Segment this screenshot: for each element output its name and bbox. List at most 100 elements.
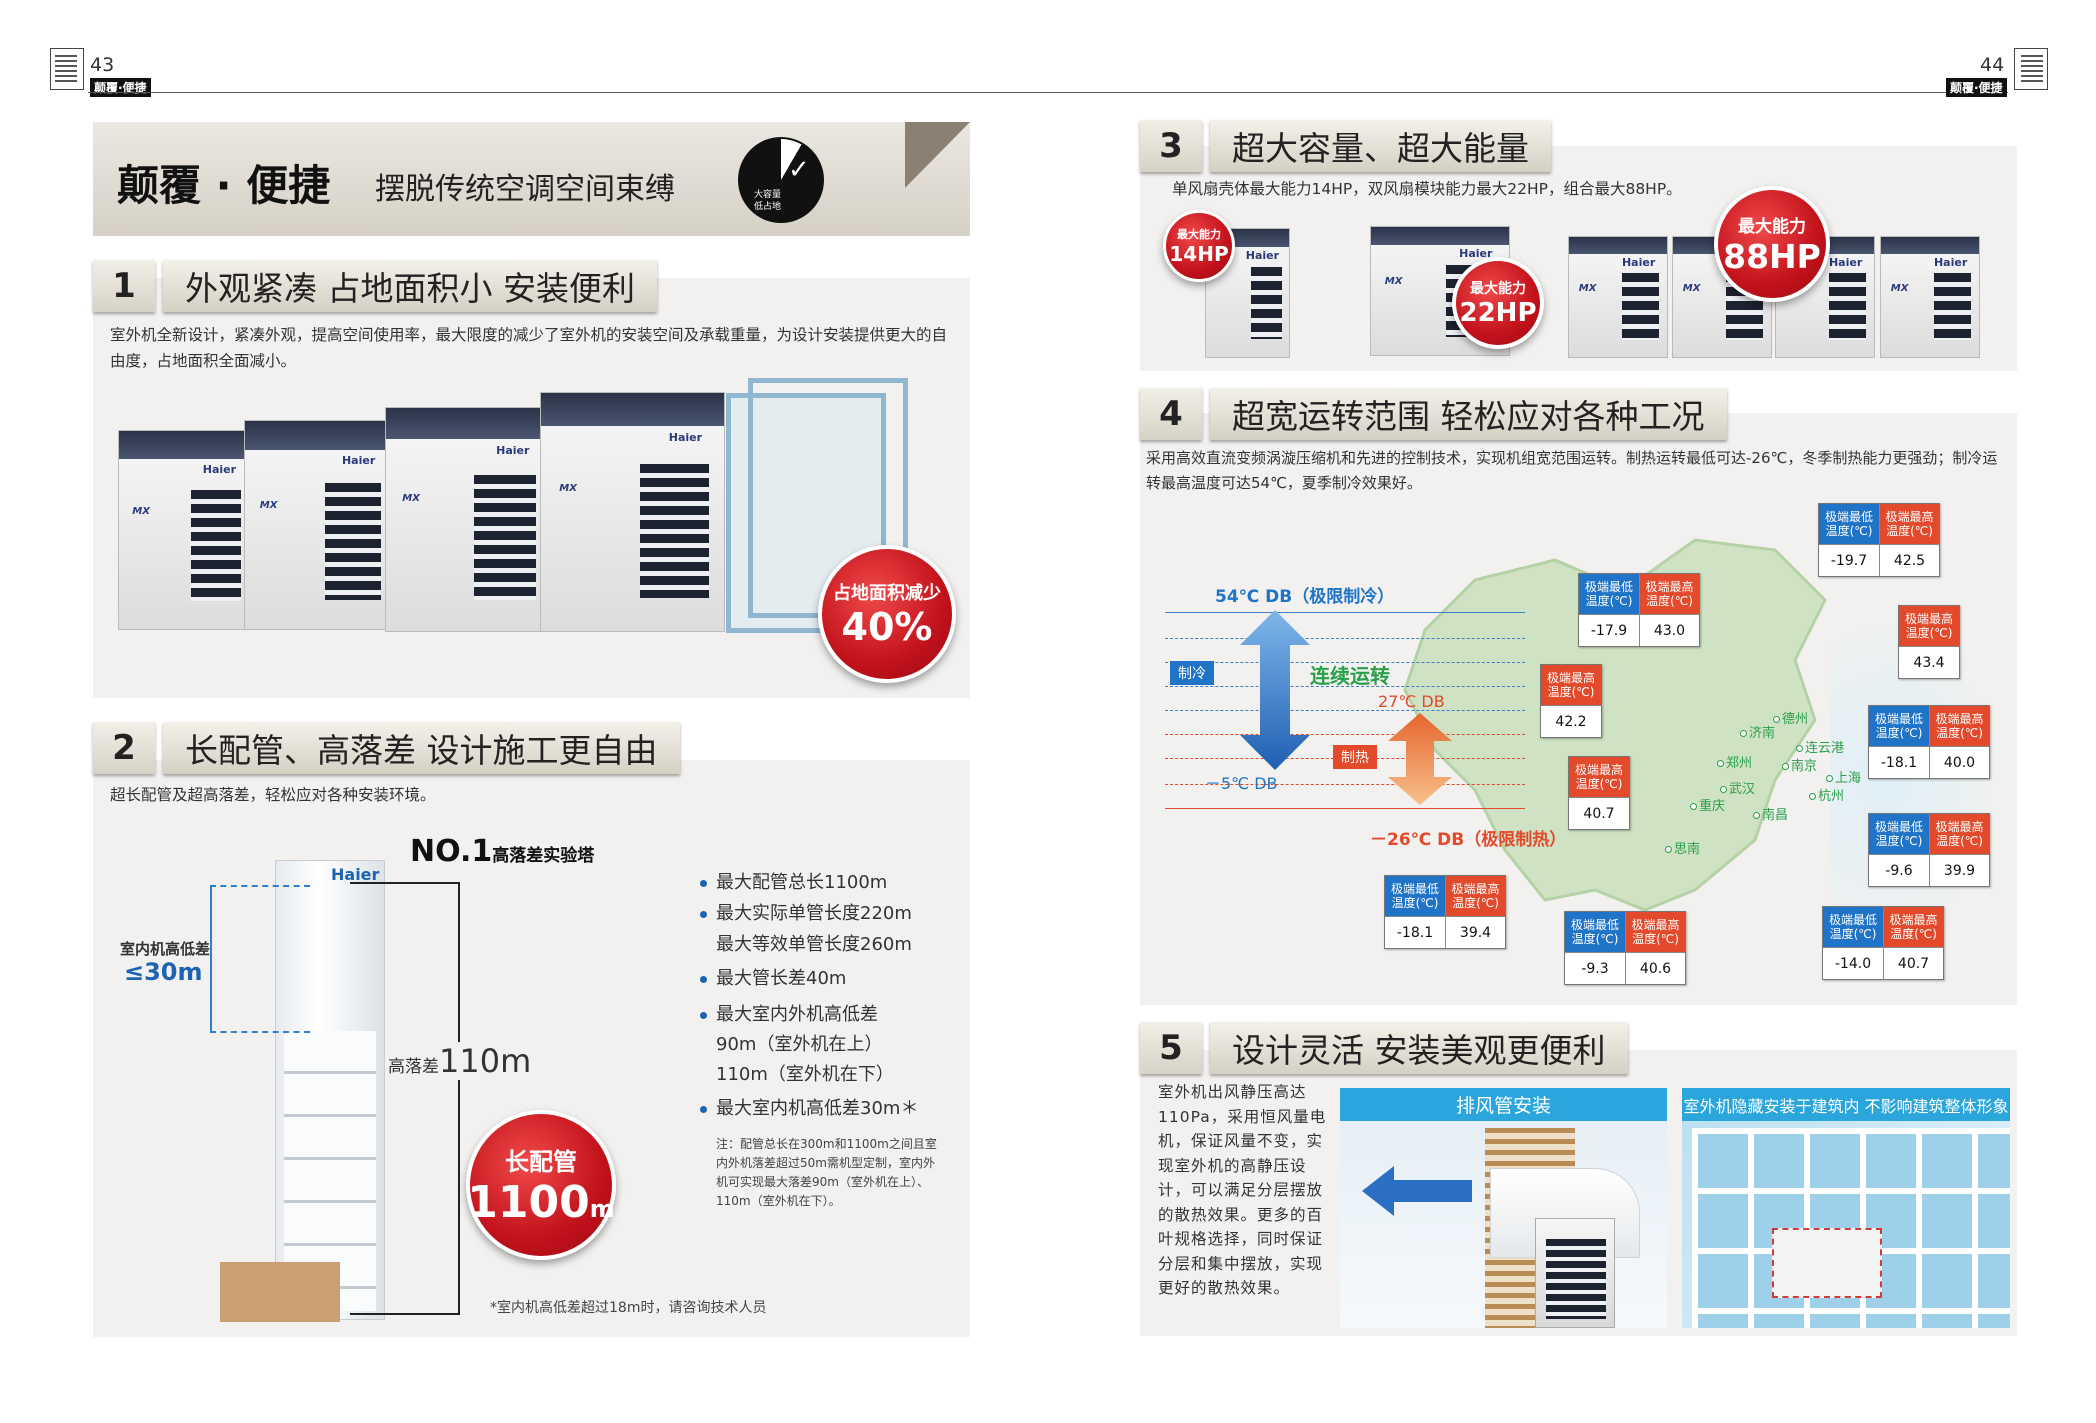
unit-88hp-4-logo: Haier — [1933, 256, 1968, 270]
section-1-header: 1 外观紧凑 占地面积小 安装便利 — [93, 260, 657, 312]
min-temp-col: 极端最低温度(℃)-9.3 — [1565, 912, 1625, 984]
section-1-number: 1 — [93, 260, 155, 312]
gauge-line — [1165, 612, 1525, 613]
unit-88hp-1-logo: Haier — [1621, 256, 1656, 270]
drop-label: 高落差110m — [388, 1042, 532, 1080]
city-name: 南京 — [1791, 759, 1818, 774]
temperature-box: 极端最高温度(℃)42.2 — [1540, 664, 1602, 738]
outdoor-unit-4-grille — [639, 464, 710, 598]
spec-text: 最大等效单管长度260m — [716, 934, 912, 955]
unit-88hp-1-model: MX — [1578, 282, 1597, 294]
max-temp-header: 极端最高温度(℃) — [1884, 907, 1943, 947]
map-city: 连云港 — [1796, 737, 1844, 756]
city-name: 重庆 — [1699, 799, 1726, 814]
indoor-range-line — [210, 885, 310, 1033]
drop-line-top — [350, 882, 460, 884]
bullet-dot-icon — [700, 1106, 707, 1113]
city-name: 杭州 — [1818, 789, 1845, 804]
spec-item: 最大等效单管长度260m — [700, 930, 912, 960]
city-dot-icon — [1782, 763, 1789, 770]
outdoor-unit-4-model: MX — [559, 483, 577, 495]
banner-title: 颠覆 · 便捷 — [117, 161, 331, 210]
max-temp-header: 极端最高温度(℃) — [1541, 665, 1601, 705]
city-dot-icon — [1753, 812, 1760, 819]
spec-text: 90m（室外机在上） — [716, 1034, 883, 1055]
section-4-description: 采用高效直流变频涡漩压缩机和先进的控制技术，实现机组宽范围运转。制热运转最低可达… — [1146, 449, 1998, 492]
airflow-arrow-icon — [1362, 1166, 1472, 1216]
city-dot-icon — [1720, 786, 1727, 793]
min-temp-value: -17.9 — [1579, 614, 1639, 646]
hidden-install-title: 室外机隐藏安装于建筑内 不影响建筑整体形象 — [1682, 1088, 2010, 1121]
capacity-badge-22-value: 22HP — [1459, 298, 1537, 328]
capacity-badge-22-label: 最大能力 — [1470, 281, 1526, 297]
tower-title: NO.1高落差实验塔 — [410, 834, 594, 869]
hidden-install-image: 室外机隐藏安装于建筑内 不影响建筑整体形象 — [1682, 1088, 2010, 1328]
gauge-line — [1165, 638, 1525, 639]
pie-label-1: 大容量 — [754, 190, 782, 200]
right-page-thumb-icon — [2014, 48, 2048, 90]
low-temp-label: －5℃ DB — [1205, 774, 1278, 793]
section-4-header: 4 超宽运转范围 轻松应对各种工况 — [1140, 388, 1727, 440]
exhaust-duct-title: 排风管安装 — [1340, 1088, 1667, 1121]
unit-88hp-4-top — [1881, 237, 1979, 254]
capacity-badge-88: 最大能力 88HP — [1714, 186, 1830, 302]
continuous-label: 连续运转 — [1310, 664, 1390, 688]
min-temp-header: 极端最低温度(℃) — [1869, 706, 1929, 746]
capacity-badge-14-value: 14HP — [1169, 242, 1229, 266]
outdoor-unit-1-top — [119, 431, 252, 459]
city-dot-icon — [1690, 803, 1697, 810]
city-dot-icon — [1809, 793, 1816, 800]
spec-item: 最大配管总长1100m — [700, 868, 887, 898]
bullet-dot-icon — [700, 976, 707, 983]
section-3-description: 单风扇壳体最大能力14HP，双风扇模块能力最大22HP，组合最大88HP。 — [1172, 180, 1682, 198]
min-temp-col: 极端最低温度(℃)-14.0 — [1823, 907, 1883, 979]
min-temp-header: 极端最低温度(℃) — [1385, 876, 1445, 916]
unit-88hp-3-grille — [1828, 273, 1867, 341]
right-page-tag: 颠覆·便捷 — [1946, 78, 2007, 97]
section-5-header: 5 设计灵活 安装美观更便利 — [1140, 1022, 1628, 1074]
city-name: 郑州 — [1726, 756, 1753, 771]
section-5-title: 设计灵活 安装美观更便利 — [1210, 1022, 1628, 1074]
spec-item: 最大室内外机高低差 — [700, 1000, 878, 1030]
section-2-title: 长配管、高落差 设计施工更自由 — [163, 722, 680, 774]
bullet-dot-icon — [700, 911, 707, 918]
city-name: 上海 — [1835, 771, 1862, 786]
max-temp-col: 极端最高温度(℃)40.6 — [1625, 912, 1685, 984]
banner: 颠覆 · 便捷 摆脱传统空调空间束缚 ✓ 大容量 低占地 — [93, 122, 970, 236]
max-temp-value: 39.9 — [1930, 854, 1989, 886]
min-temp-value: -18.1 — [1385, 916, 1445, 948]
unit-88hp-4-grille — [1933, 273, 1972, 341]
max-temp-value: 43.0 — [1640, 614, 1699, 646]
heating-tag: 制热 — [1333, 745, 1377, 769]
max-temp-header: 极端最高温度(℃) — [1626, 912, 1685, 952]
outdoor-unit-2-top — [245, 421, 393, 451]
outdoor-unit-1-logo: Haier — [202, 462, 237, 476]
cooling-tag: 制冷 — [1170, 661, 1214, 685]
min-temp-col: 极端最低温度(℃)-18.1 — [1869, 706, 1929, 778]
temperature-box: 极端最高温度(℃)40.7 — [1568, 756, 1630, 830]
left-page-tag: 颠覆·便捷 — [90, 78, 151, 97]
map-city: 上海 — [1826, 767, 1861, 786]
max-temp-header: 极端最高温度(℃) — [1569, 757, 1629, 797]
max-temp-value: 39.4 — [1446, 916, 1505, 948]
city-name: 思南 — [1674, 842, 1701, 857]
unit-88hp-1-grille — [1621, 273, 1660, 341]
china-map — [1403, 538, 1827, 912]
section-5-description: 室外机出风静压高达110Pa，采用恒风量电机，保证风量不变，实现室外机的高静压设… — [1158, 1083, 1327, 1297]
hidden-unit-area — [1772, 1228, 1882, 1298]
city-dot-icon — [1826, 775, 1833, 782]
city-dot-icon — [1773, 716, 1780, 723]
spec-text: 最大配管总长1100m — [716, 872, 888, 893]
pie-label-2: 低占地 — [754, 202, 782, 212]
outdoor-unit-in-duct — [1535, 1218, 1615, 1328]
bullet-dot-icon — [700, 880, 707, 887]
section-2-header: 2 长配管、高落差 设计施工更自由 — [93, 722, 680, 774]
gauge-line — [1165, 808, 1525, 809]
outdoor-unit-1-model: MX — [132, 506, 150, 518]
capacity-badge-14-label: 最大能力 — [1177, 228, 1221, 241]
map-city: 郑州 — [1717, 752, 1752, 771]
